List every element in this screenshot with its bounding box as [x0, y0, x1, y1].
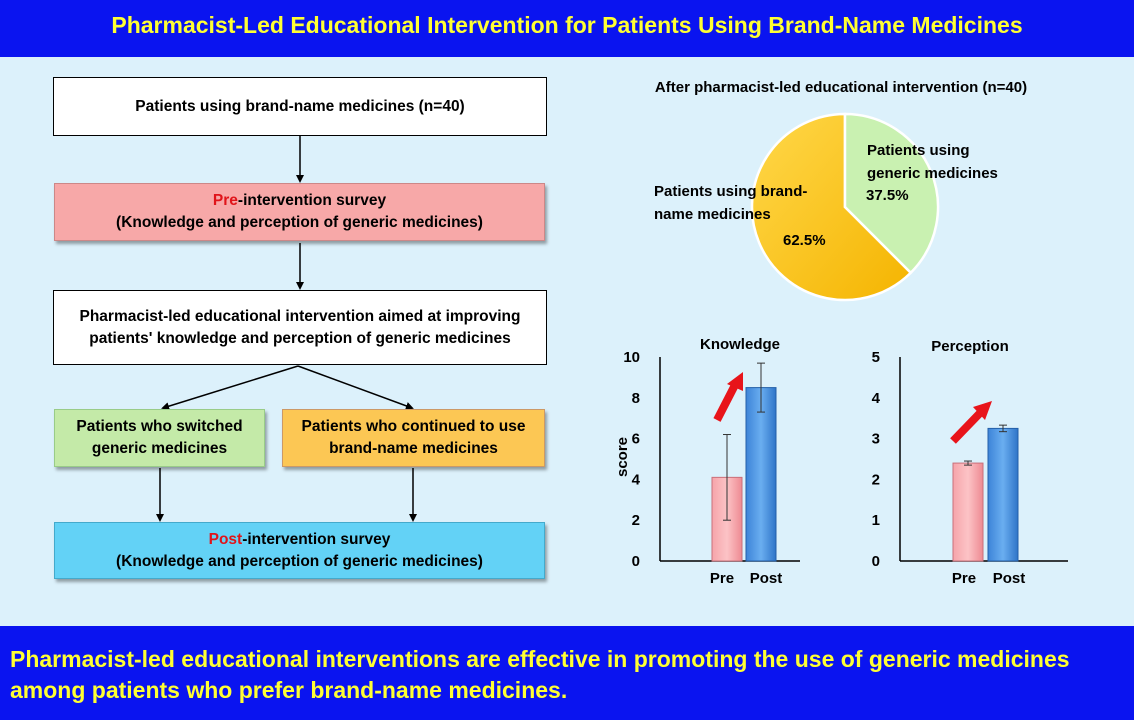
post-highlight: Post	[208, 530, 243, 548]
pie-slice-brand	[750, 112, 913, 302]
pie-chart	[750, 112, 940, 302]
pie-label-brand-line1: Patients using brand-	[654, 183, 807, 200]
pie-label-generic-line2: generic medicines	[867, 165, 998, 182]
arrow-3-to-5	[297, 365, 414, 410]
pie-value-brand: 62.5%	[783, 232, 826, 249]
flow-box-educational-intervention: Pharmacist-led educational intervention …	[53, 290, 547, 365]
perception-xtick-post: Post	[993, 570, 1026, 587]
knowledge-xtick-post: Post	[750, 570, 783, 587]
pie-label-brand-line2: name medicines	[654, 206, 771, 223]
knowledge-title: Knowledge	[700, 336, 780, 353]
knowledge-ytick-label: 8	[632, 390, 640, 407]
perception-bar-post	[987, 427, 1019, 562]
flow-box-pre-intervention-survey: Pre-intervention survey (Knowledge and p…	[54, 183, 545, 241]
charts-area: After pharmacist-led educational interve…	[614, 79, 1068, 587]
perception-ytick-label: 5	[872, 349, 880, 366]
pie-slice-generic	[843, 112, 940, 275]
perception-increase-arrow	[950, 401, 992, 444]
pre-survey-label: -intervention survey	[237, 192, 387, 209]
perception-ytick-label: 0	[872, 553, 880, 570]
post-survey-label: -intervention survey	[242, 530, 391, 548]
pie-value-generic: 37.5%	[866, 187, 909, 204]
knowledge-ylabel: score	[614, 437, 631, 477]
knowledge-ytick-label: 0	[632, 553, 640, 570]
pie-title: After pharmacist-led educational interve…	[655, 79, 1027, 96]
flow-box-patients-brand-name: Patients using brand-name medicines (n=4…	[53, 77, 547, 136]
perception-ytick-label: 1	[872, 512, 880, 529]
knowledge-ytick-label: 10	[623, 349, 640, 366]
page-title: Pharmacist-Led Educational Intervention …	[111, 12, 1023, 38]
post-survey-subtitle: (Knowledge and perception of generic med…	[116, 552, 483, 570]
flow-box-educational-intervention-text: Pharmacist-led educational intervention …	[79, 307, 521, 347]
flow-box-post-intervention-survey: Post-intervention survey (Knowledge and …	[54, 522, 545, 579]
knowledge-ytick-label: 4	[632, 471, 641, 488]
flow-box-continued-brand-name: Patients who continued to use brand-name…	[282, 409, 545, 467]
pre-highlight: Pre	[212, 192, 238, 209]
flow-box-switched-generic-text: Patients who switched generic medicines	[76, 418, 243, 457]
perception-bar-pre	[952, 462, 984, 562]
flow-box-continued-brand-name-text: Patients who continued to use brand-name…	[301, 418, 526, 457]
arrow-3-to-4	[161, 365, 299, 411]
perception-title: Perception	[931, 338, 1009, 355]
pie-label-generic-line1: Patients using	[867, 142, 970, 159]
knowledge-increase-arrow	[713, 372, 743, 422]
flow-box-switched-generic: Patients who switched generic medicines	[54, 409, 265, 467]
knowledge-ytick-label: 6	[632, 431, 640, 448]
knowledge-ytick-label: 2	[632, 512, 640, 529]
pre-survey-subtitle: (Knowledge and perception of generic med…	[116, 214, 483, 231]
perception-ytick-label: 3	[872, 431, 880, 448]
perception-ytick-label: 4	[872, 390, 881, 407]
flow-box-patients-brand-name-text: Patients using brand-name medicines (n=4…	[135, 97, 465, 115]
knowledge-xtick-pre: Pre	[710, 570, 734, 587]
perception-xtick-pre: Pre	[952, 570, 976, 587]
perception-ytick-label: 2	[872, 471, 880, 488]
title-banner: Pharmacist-Led Educational Intervention …	[0, 0, 1134, 57]
conclusion-text: Pharmacist-led educational interventions…	[10, 646, 1070, 703]
conclusion-banner: Pharmacist-led educational interventions…	[0, 626, 1134, 720]
flow-connectors	[156, 136, 417, 522]
knowledge-bar-post	[745, 387, 777, 562]
